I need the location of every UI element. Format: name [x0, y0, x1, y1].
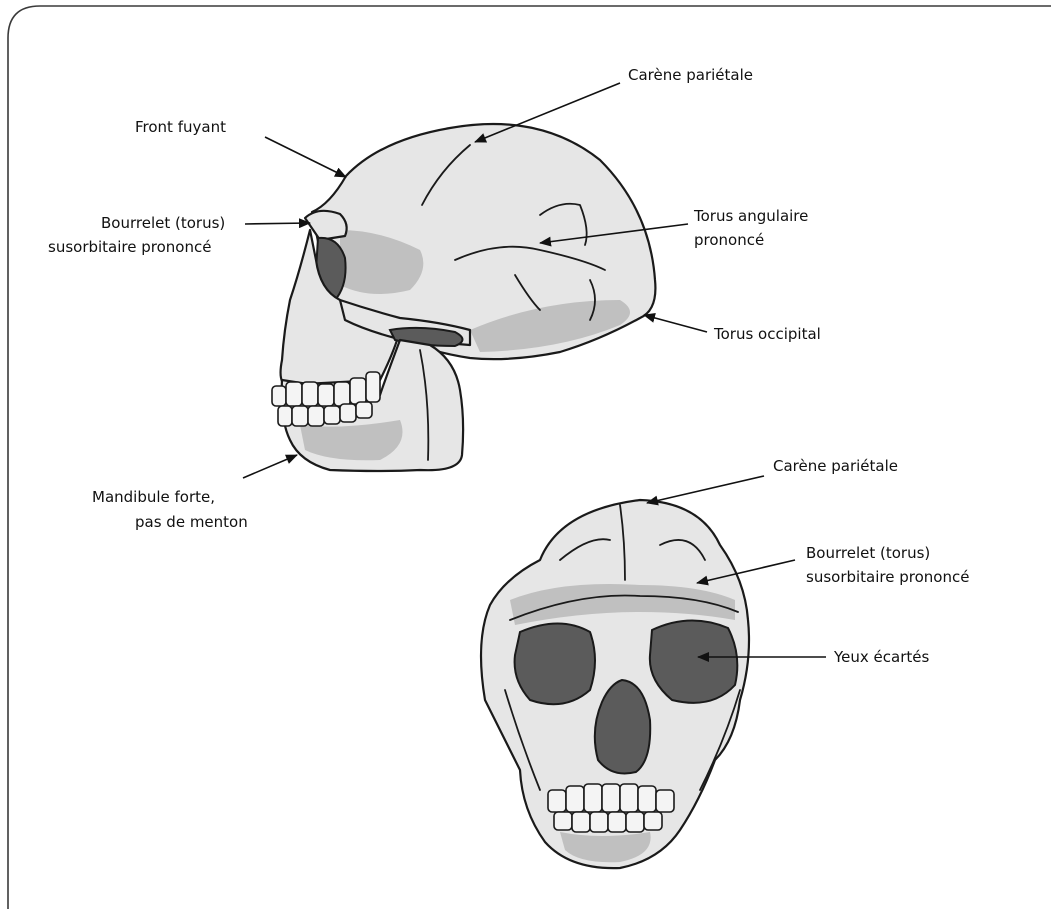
- frontal-skull: [481, 500, 749, 868]
- lateral-skull: [272, 124, 655, 471]
- label-carene-parietale-frontal: Carène pariétale: [773, 457, 898, 475]
- arrow-carene-frontal: [647, 476, 764, 503]
- frontal-right-orbit: [650, 620, 737, 702]
- label-yeux-ecartes: Yeux écartés: [833, 648, 929, 666]
- arrow-torus-occipital: [644, 315, 707, 332]
- label-mandibule-1: Mandibule forte,: [92, 488, 215, 506]
- arrow-mandibule: [243, 455, 297, 478]
- arrow-front-fuyant: [265, 137, 346, 177]
- label-torus-occipital: Torus occipital: [713, 325, 821, 343]
- label-carene-parietale-lateral: Carène pariétale: [628, 66, 753, 84]
- label-bourrelet-frontal-1: Bourrelet (torus): [806, 544, 930, 562]
- frontal-teeth: [548, 784, 674, 832]
- label-mandibule-2: pas de menton: [135, 513, 248, 531]
- label-torus-angulaire-1: Torus angulaire: [693, 207, 808, 225]
- label-bourrelet-lateral-2: susorbitaire prononcé: [48, 238, 211, 256]
- frontal-left-orbit: [515, 624, 595, 705]
- arrow-bourrelet-lateral: [245, 223, 310, 224]
- label-bourrelet-frontal-2: susorbitaire prononcé: [806, 568, 969, 586]
- label-bourrelet-lateral-1: Bourrelet (torus): [101, 214, 225, 232]
- label-front-fuyant: Front fuyant: [135, 118, 226, 136]
- label-torus-angulaire-2: prononcé: [694, 231, 764, 249]
